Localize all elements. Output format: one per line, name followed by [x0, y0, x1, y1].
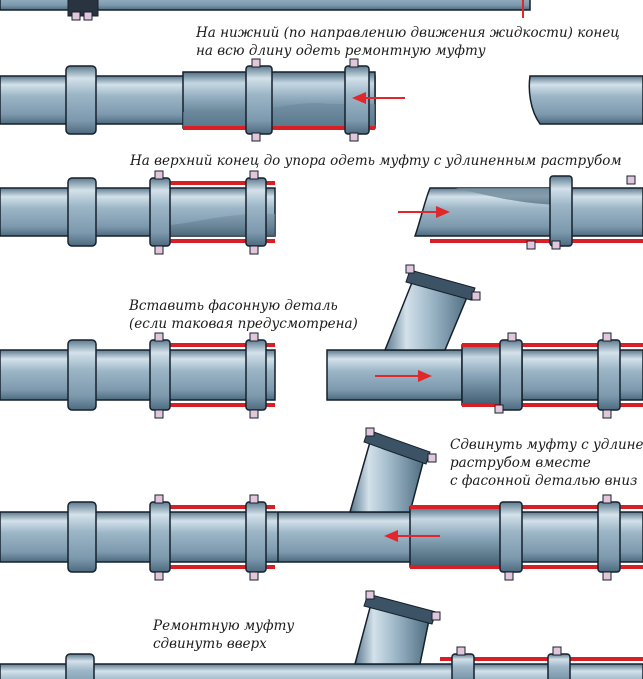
row-3-step3: [0, 264, 643, 419]
bolt: [602, 494, 612, 504]
bolt: [504, 571, 514, 581]
pipe-segment: [0, 0, 531, 11]
pipe-line: [0, 511, 643, 563]
row-0-partial: [0, 0, 531, 21]
step4-caption-line3: с фасонной деталью вниз: [450, 473, 637, 489]
pipe-socket: [65, 65, 97, 135]
sleeve-clamp: [245, 501, 267, 573]
bolt: [154, 332, 164, 342]
bolt: [83, 11, 93, 21]
pipe-socket: [67, 501, 97, 573]
bolt: [365, 427, 375, 437]
bolt: [456, 646, 466, 656]
sleeve-cut-shadow: [183, 103, 375, 128]
step3-caption-line2: (если таковая предусмотрена): [129, 316, 358, 332]
arrowhead: [384, 530, 398, 542]
bolt: [249, 170, 259, 180]
bolt: [349, 58, 359, 68]
bolt: [154, 494, 164, 504]
step1-caption-line1: На нижний (по направлению движения жидко…: [195, 25, 620, 41]
bolt: [249, 494, 259, 504]
sleeve-clamp: [597, 501, 621, 573]
pipe-socket: [65, 653, 95, 679]
row-2-step2: [0, 170, 643, 255]
step2-caption-line1: На верхний конец до упора одеть муфту с …: [129, 153, 622, 169]
pipe-socket: [67, 339, 97, 411]
bolt: [526, 240, 536, 250]
step4-caption-line1: Сдвинуть муфту с удлиненным: [450, 437, 643, 453]
bolt: [507, 332, 517, 342]
row-1-step1: [0, 58, 643, 142]
bolt: [154, 409, 164, 419]
step1-caption-line2: на всю длину одеть ремонтную муфту: [196, 43, 486, 59]
bolt: [349, 132, 359, 142]
bolt: [365, 590, 375, 600]
bolt: [626, 175, 636, 185]
bolt: [551, 240, 561, 250]
bolt: [552, 646, 562, 656]
sleeve-clamp: [149, 177, 171, 247]
sleeve-clamp: [149, 339, 171, 411]
bolt: [471, 291, 481, 301]
step5-caption-line1: Ремонтную муфту: [152, 618, 294, 634]
bolt: [494, 404, 504, 414]
pipe-line: [0, 663, 643, 679]
bolt: [154, 245, 164, 255]
bolt: [602, 409, 612, 419]
step3-caption-line1: Вставить фасонную деталь: [128, 298, 338, 314]
bolt: [602, 571, 612, 581]
bolt: [249, 409, 259, 419]
pipe-segment-downstream: [528, 75, 643, 125]
bolt: [71, 11, 81, 21]
arrowhead: [436, 206, 450, 218]
branch-socket-rim: [405, 269, 476, 301]
sleeve-clamp: [499, 339, 523, 411]
pipe-segment-upstream: [0, 349, 276, 401]
step4-caption-line2: раструбом вместе: [450, 455, 591, 471]
pipe-segment-downstream: [521, 349, 643, 401]
bolt: [249, 245, 259, 255]
bolt: [431, 611, 441, 621]
pipe-cut-face: [455, 188, 560, 205]
arrowhead: [418, 370, 432, 382]
sleeve-clamp: [499, 501, 523, 573]
branch-socket-rim: [363, 593, 437, 625]
bolt: [154, 170, 164, 180]
branch-socket-rim: [363, 429, 431, 465]
sleeve-clamp: [245, 177, 267, 247]
row-5-step5-partial: [0, 590, 643, 679]
row-4-step4: [0, 427, 643, 581]
sleeve-clamp: [549, 175, 573, 247]
bolt: [249, 571, 259, 581]
pipe-socket: [67, 177, 97, 247]
sleeve-clamp: [245, 339, 267, 411]
bolt: [602, 332, 612, 342]
bolt: [249, 332, 259, 342]
bolt: [405, 264, 415, 274]
sleeve-clamp: [245, 65, 273, 135]
sleeve-clamp: [149, 501, 171, 573]
bolt: [154, 571, 164, 581]
arrowhead: [352, 92, 366, 104]
sleeve-clamp: [451, 653, 475, 679]
bolt: [251, 132, 261, 142]
sleeve-clamp: [597, 339, 621, 411]
bolt: [251, 58, 261, 68]
pipe-segment-downstream: [413, 187, 643, 237]
bolt: [427, 453, 437, 463]
sleeve-clamp: [547, 653, 571, 679]
step5-caption-line2: сдвинуть вверх: [153, 636, 267, 652]
